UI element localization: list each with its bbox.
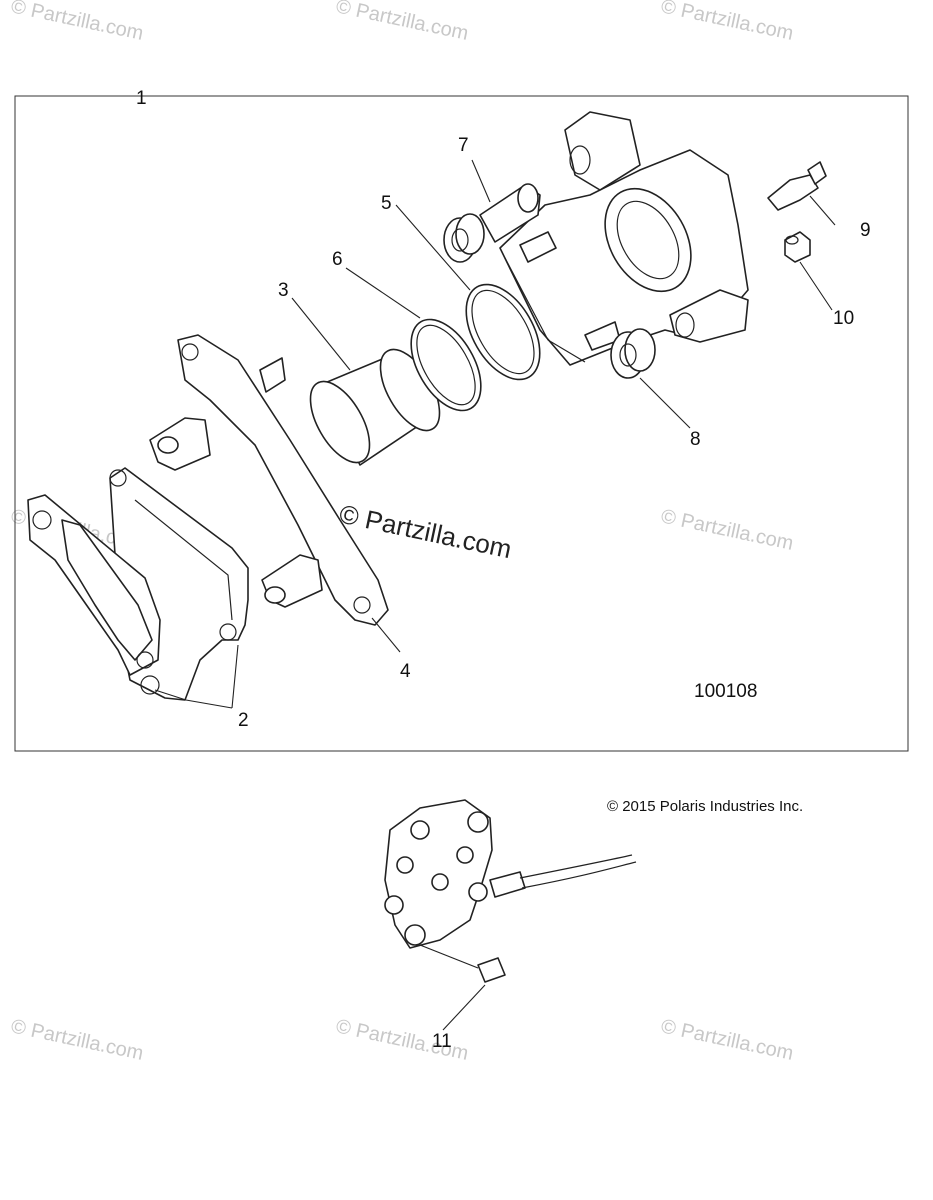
callout-3: 3 <box>278 280 289 301</box>
callout-8: 8 <box>690 429 701 450</box>
callout-1: 1 <box>136 88 147 109</box>
callout-6: 6 <box>332 249 343 270</box>
callout-9: 9 <box>860 220 871 241</box>
caliper-piston <box>309 348 441 466</box>
caliper-installed-view <box>384 799 637 983</box>
copyright-notice: © 2015 Polaris Industries Inc. <box>607 798 803 815</box>
piston-seal <box>410 318 482 412</box>
center-watermark: © Partzilla.com <box>337 499 515 565</box>
slide-pin-boot-lower <box>610 328 656 379</box>
callout-2: 2 <box>238 710 249 731</box>
watermark: © Partzilla.com <box>334 0 470 45</box>
drawing-number: 100108 <box>694 681 757 702</box>
caliper-bracket <box>149 334 389 626</box>
bleeder-valve <box>767 161 827 211</box>
watermark: © Partzilla.com <box>9 0 145 45</box>
watermark: © Partzilla.com <box>9 1015 145 1065</box>
assembly-frame <box>14 95 909 752</box>
bleeder-cap <box>784 231 811 263</box>
brake-pad-front <box>27 494 161 676</box>
callout-numbers: 1 2 3 4 5 6 7 8 9 10 11 <box>136 88 871 1052</box>
slide-pin-upper <box>443 183 541 263</box>
watermark: © Partzilla.com <box>659 1015 795 1065</box>
callout-4: 4 <box>400 661 411 682</box>
leader-lines <box>154 159 836 1031</box>
watermark: © Partzilla.com <box>659 0 795 45</box>
callout-7: 7 <box>458 135 469 156</box>
callout-10: 10 <box>833 308 854 329</box>
dust-seal <box>465 283 541 381</box>
caliper-housing <box>499 111 749 366</box>
callout-11: 11 <box>432 1031 452 1052</box>
callout-5: 5 <box>381 193 392 214</box>
watermark: © Partzilla.com <box>659 505 795 555</box>
